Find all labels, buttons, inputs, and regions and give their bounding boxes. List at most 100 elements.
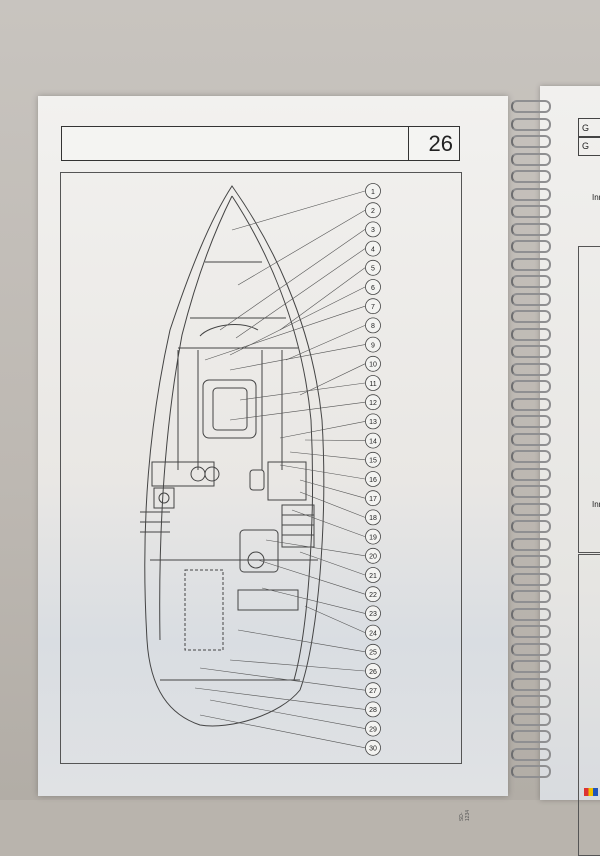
callout-circle <box>365 413 381 430</box>
leader-line <box>304 605 366 633</box>
callout-column: 1234567891011121314151617181920212223242… <box>365 183 381 756</box>
leader-line <box>299 491 366 518</box>
leader-line <box>199 714 366 749</box>
binding-coil <box>511 712 551 726</box>
callout-circle <box>365 490 381 507</box>
color-sticker <box>584 788 598 796</box>
callout-number: 25 <box>369 650 377 657</box>
callout-number: 30 <box>369 746 377 753</box>
callout-circle <box>365 298 381 315</box>
port-settee <box>177 350 199 470</box>
figure-code: SD-1234 <box>459 809 471 822</box>
callout-circle <box>365 183 381 199</box>
binding-coil <box>511 485 551 498</box>
leader-lines <box>194 190 366 749</box>
binding-coil <box>511 537 551 551</box>
leader-line <box>265 539 366 557</box>
aft-locker <box>237 589 299 611</box>
spiral-binding <box>505 80 555 800</box>
hull-inner-starboard <box>231 195 313 681</box>
binding-coil <box>511 222 551 236</box>
hull-inner-port <box>159 195 233 641</box>
binding-coil <box>511 275 551 288</box>
binding-coil <box>511 362 551 376</box>
leader-line <box>299 479 366 499</box>
callout-circle <box>365 720 381 737</box>
callout-number: 3 <box>371 227 375 234</box>
callout-circle <box>365 451 381 468</box>
callout-number: 24 <box>369 630 377 637</box>
callout-circle <box>365 739 381 756</box>
callout-number: 11 <box>369 381 376 388</box>
leader-line <box>239 382 366 401</box>
callout-number: 13 <box>369 419 377 426</box>
callout-number: 16 <box>369 477 377 484</box>
binding-coil <box>511 205 551 218</box>
binding-coil <box>511 590 551 603</box>
aft-berth-port <box>184 569 224 651</box>
binding-coil <box>511 292 551 306</box>
callout-circle <box>365 567 381 583</box>
v-berth-curve <box>199 324 259 337</box>
binding-coil <box>511 152 551 166</box>
next-page-header-1: G <box>578 118 600 138</box>
diagram-frame: SD-1234 <box>60 172 471 821</box>
callout-circle <box>365 221 381 238</box>
callout-circle <box>365 682 381 699</box>
leader-line <box>229 344 366 371</box>
hull-outline <box>144 185 325 727</box>
leader-line <box>194 687 366 710</box>
callout-circle <box>365 624 381 641</box>
callout-number: 29 <box>369 726 377 733</box>
leader-line <box>257 559 366 595</box>
next-page-section-label-2: Inn <box>592 500 600 509</box>
callout-number: 9 <box>371 342 375 349</box>
leader-line <box>229 401 366 421</box>
galley-counter <box>151 461 215 487</box>
binding-coil <box>511 625 551 638</box>
binding-coil <box>511 415 551 428</box>
binding-coil <box>511 100 551 113</box>
callout-circle <box>365 471 381 487</box>
callout-circle <box>365 279 381 295</box>
companion-steps-starboard <box>281 504 315 548</box>
binding-coil <box>511 765 551 778</box>
leader-line <box>204 305 366 361</box>
callout-number: 27 <box>369 688 377 695</box>
binding-coil <box>511 187 551 201</box>
leader-line <box>235 248 366 339</box>
callout-number: 23 <box>369 611 377 618</box>
callout-circle <box>365 355 381 372</box>
header-divider <box>407 127 409 160</box>
callout-circle <box>365 259 381 276</box>
callout-number: 8 <box>371 323 375 330</box>
binding-coil <box>511 555 551 568</box>
callout-circle <box>365 586 381 603</box>
callout-number: 14 <box>369 438 377 445</box>
callout-number: 4 <box>371 246 375 253</box>
starboard-settee <box>261 350 283 470</box>
callout-number: 15 <box>369 458 377 465</box>
binding-coil <box>511 677 551 691</box>
callout-circle <box>365 336 381 353</box>
binding-coil <box>511 520 551 533</box>
callout-circle <box>365 643 381 660</box>
leader-line <box>279 421 366 439</box>
next-page-header-2: G <box>578 136 600 156</box>
saloon-table <box>202 379 257 439</box>
next-page-section-frame-1 <box>578 246 600 553</box>
binding-coil <box>511 257 551 271</box>
callout-circle <box>365 317 381 334</box>
leader-line <box>219 229 366 331</box>
callout-number: 17 <box>369 496 377 503</box>
leader-line <box>231 190 366 231</box>
binding-coil <box>511 135 551 148</box>
binding-coil <box>511 467 551 481</box>
manual-page: 26 SD-1234 <box>38 96 508 821</box>
leader-line <box>209 699 366 729</box>
callout-circle <box>365 663 381 679</box>
callout-number: 28 <box>369 707 377 714</box>
binding-coil <box>511 240 551 253</box>
leader-line <box>285 325 366 361</box>
binding-coil <box>511 695 551 708</box>
